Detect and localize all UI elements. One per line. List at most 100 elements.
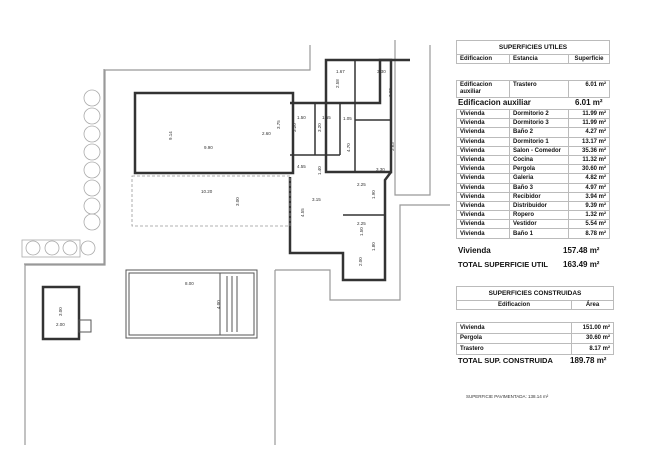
dim-label: 4.55 bbox=[300, 208, 305, 217]
floor-plan: 1.67 3.30 2.58 3.63 9.14 3.75 2.60 1.50 … bbox=[21, 40, 450, 445]
dim-label: 1.05 bbox=[343, 116, 352, 121]
cell-estancia: Baño 3 bbox=[509, 182, 569, 193]
cell-area: 30.60 m² bbox=[571, 332, 614, 344]
cell-area: 8.17 m² bbox=[571, 343, 614, 355]
cell-edificacion: Vivienda bbox=[456, 164, 510, 175]
dim-label: 3.20 bbox=[317, 123, 322, 132]
dim-label: 1.90 bbox=[371, 190, 376, 199]
cell-estancia: Cocina bbox=[509, 154, 569, 166]
dim-label: 2.58 bbox=[335, 79, 340, 88]
cell-superficie: 35.36 m² bbox=[568, 145, 610, 156]
cell-estancia: Recibidor bbox=[509, 191, 569, 202]
cell-superficie: 3.94 m² bbox=[568, 191, 610, 202]
dim-label: 9.14 bbox=[168, 131, 173, 140]
cell-superficie: 8.78 m² bbox=[568, 228, 610, 239]
cell-edificacion: Vivienda bbox=[456, 191, 510, 202]
cell-superficie: 11.99 m² bbox=[568, 108, 610, 120]
dim-label: 4.00 bbox=[216, 300, 221, 309]
cell-edificacion: Vivienda bbox=[456, 108, 510, 120]
dormitorios bbox=[324, 58, 393, 174]
col-header: Superficie bbox=[568, 53, 610, 65]
dim-label: 3.63 bbox=[388, 88, 393, 97]
dim-label: 1.80 bbox=[371, 242, 376, 251]
dim-label: 3.30 bbox=[376, 167, 385, 172]
dim-label: 2.25 bbox=[357, 182, 366, 187]
cell-estancia: Dormitorio 1 bbox=[509, 136, 569, 147]
dim-label: 1.67 bbox=[336, 69, 345, 74]
cell-superficie: 5.54 m² bbox=[568, 219, 610, 230]
dim-label: 1.50 bbox=[297, 115, 306, 120]
cell-edificacion: Vivienda bbox=[456, 154, 510, 166]
cell-superficie: 13.17 m² bbox=[568, 136, 610, 147]
dim-label: 3.20 bbox=[292, 123, 297, 132]
cell-estancia: Dormitorio 2 bbox=[509, 108, 569, 120]
cell-edificacion: Vivienda bbox=[456, 182, 510, 193]
pergola bbox=[131, 175, 291, 227]
cell-superficie: 4.27 m² bbox=[568, 127, 610, 138]
trees bbox=[21, 89, 101, 258]
cell-edificacion: Pergola bbox=[456, 332, 572, 344]
cell-superficie: 4.97 m² bbox=[568, 182, 610, 193]
dim-label: 3.63 bbox=[390, 142, 395, 151]
dim-label: 3.30 bbox=[377, 69, 386, 74]
cell-edificacion: Vivienda bbox=[456, 219, 510, 230]
dim-label: 1.40 bbox=[317, 166, 322, 175]
table-title: SUPERFICIES UTILES bbox=[456, 40, 610, 55]
dim-label: 1.55 bbox=[322, 115, 331, 120]
dim-label: 2.00 bbox=[358, 257, 363, 266]
cell-superficie: 30.60 m² bbox=[568, 164, 610, 175]
cell-estancia: Baño 1 bbox=[509, 228, 569, 239]
pool bbox=[78, 269, 258, 339]
cell-edificacion: Vivienda bbox=[456, 145, 510, 156]
site-boundary bbox=[24, 40, 450, 445]
dim-label: 2.60 bbox=[262, 131, 271, 136]
cell-edificacion: Vivienda bbox=[456, 200, 510, 212]
cell-edificacion: Vivienda bbox=[456, 136, 510, 147]
col-header: Edificacion bbox=[456, 299, 572, 311]
cell-edificacion: Vivienda bbox=[456, 173, 510, 184]
cell-edificacion: Trastero bbox=[456, 343, 572, 355]
cell-estancia: Galeria bbox=[509, 173, 569, 184]
dim-label: 3.00 bbox=[235, 197, 240, 206]
cell-superficie: 4.82 m² bbox=[568, 173, 610, 184]
table-title: SUPERFICIES CONSTRUIDAS bbox=[456, 286, 614, 301]
cell-superficie: 9.39 m² bbox=[568, 200, 610, 212]
dim-label: 2.00 bbox=[56, 322, 65, 327]
col-header: Edificacion bbox=[456, 53, 510, 65]
cell-area: 151.00 m² bbox=[571, 322, 614, 334]
trastero bbox=[41, 285, 81, 341]
col-header: Área bbox=[571, 299, 614, 311]
dim-label: 4.70 bbox=[346, 143, 351, 152]
dim-label: 2.25 bbox=[357, 221, 366, 226]
cell-estancia: Salon - Comedor bbox=[509, 145, 569, 156]
dim-label: 3.00 bbox=[58, 307, 63, 316]
cell-estancia: Baño 2 bbox=[509, 127, 569, 138]
cell-edificacion: Vivienda bbox=[456, 322, 572, 334]
dim-label: 4.55 bbox=[297, 164, 306, 169]
dim-label: 9.90 bbox=[204, 145, 213, 150]
cell-superficie: 1.32 m² bbox=[568, 210, 610, 221]
cell-edificacion: Vivienda bbox=[456, 228, 510, 239]
dim-label: 1.50 bbox=[359, 227, 364, 236]
walls bbox=[41, 58, 410, 341]
col-header: Estancia bbox=[509, 53, 569, 65]
